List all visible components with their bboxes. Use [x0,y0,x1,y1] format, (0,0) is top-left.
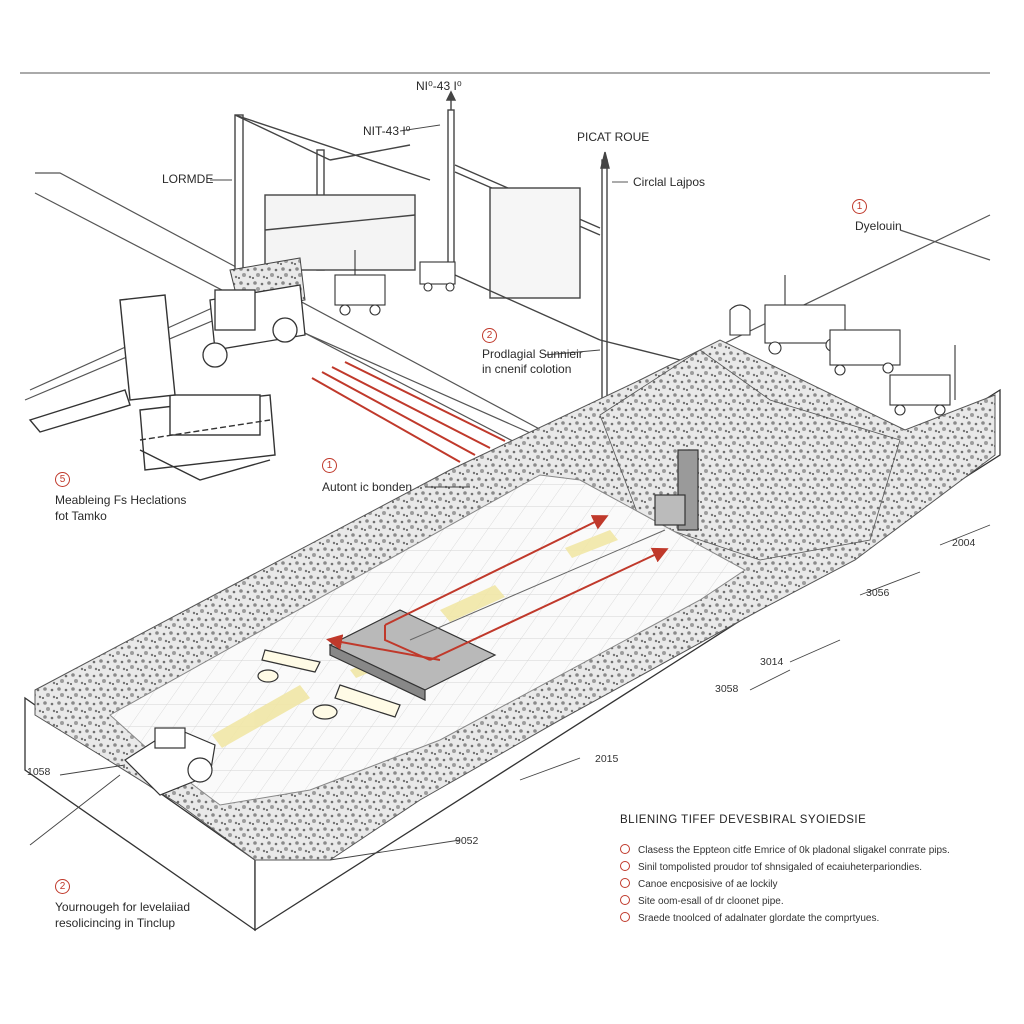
guide-line [409,529,666,641]
callout-marker-4: 5 [55,472,70,487]
legend-item: Clasess the Eppteon citfe Emrice of 0k p… [620,844,1000,857]
dimension-1058: 1058 [27,766,51,778]
label-meableing-line1: Meableing Fs Heclations [55,493,187,507]
legend-bullet-icon [620,878,630,888]
callout-marker-2: 2 [482,328,497,343]
dimension-9052: 9052 [455,835,479,847]
compactor-roller [124,727,216,796]
drilling-tower [654,449,699,531]
leader-lines [29,124,991,861]
legend-title: BLIENING TIFEF DEVESBIRAL SYOIEDSIE [620,814,867,826]
label-picat-roue: PICAT ROUE [577,130,650,144]
label-meableing-line2: fot Tamko [55,509,107,523]
label-crane-tag: NIT-43 I⁰ [363,124,411,138]
label-circlal-lajpos: Circlal Lajpos [633,175,706,189]
dump-truck [202,284,306,368]
legend-bullet-icon [620,861,630,871]
label-dyelouin: Dyelouin [855,219,902,233]
label-autont-bonden: Autont ic bonden [322,480,413,494]
site-vehicles [334,250,456,316]
excavator [28,294,276,481]
label-prodlagial-line2: in cnenif colotion [482,362,572,376]
label-younough-line1: Yournougeh for levelaiiad [55,900,190,914]
legend-panel: BLIENING TIFEF DEVESBIRAL SYOIEDSIE Clas… [620,814,1000,929]
label-prodlagial-line1: Prodlagial Sunnieir [482,347,583,361]
steel-frame-structure [234,90,681,411]
concrete-slab-block [328,609,497,701]
legend-item: Canoe encposisive of ae lockily [620,878,1000,891]
parked-vehicles-right [729,275,956,416]
legend-item: Sinil tompolisted proudor tof shnsigaled… [620,861,1000,874]
legend-item: Site oom-esall of dr cloonet pipe. [620,895,1000,908]
callout-marker-5: 2 [55,879,70,894]
label-mast-tag: NI⁰-43 I⁰ [416,79,462,93]
legend-bullet-icon [620,844,630,854]
legend-bullet-icon [620,895,630,905]
dimension-3056: 3056 [866,587,890,599]
dimension-2015: 2015 [595,753,619,765]
legend-item: Sraede tnoolced of adalnater glordate th… [620,912,1000,925]
concrete-pipes [257,649,401,720]
red-flow-arrows [326,515,669,661]
callout-marker-3: 1 [322,458,337,473]
legend-bullet-icon [620,912,630,922]
callout-marker-1: 1 [852,199,867,214]
dimension-3058: 3058 [715,683,739,695]
dimension-2004: 2004 [952,537,976,549]
dimension-3014: 3014 [760,656,784,668]
label-younough-line2: resolicincing in Tinclup [55,916,176,930]
label-lodmde: LORMDE [162,172,214,186]
red-road-markings [311,361,506,463]
